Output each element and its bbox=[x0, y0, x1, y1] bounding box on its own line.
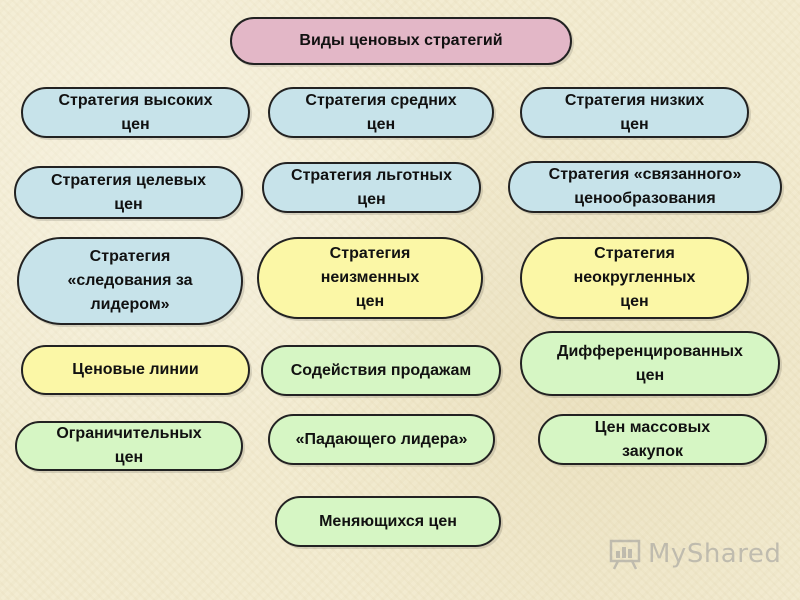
strategy-box-line: Ограничительных bbox=[56, 425, 202, 442]
strategy-box-line: «Падающего лидера» bbox=[295, 430, 468, 448]
strategy-box-line: Стратегия bbox=[89, 248, 171, 265]
strategy-box: Дифференцированных цен bbox=[520, 331, 780, 396]
strategy-box: Стратегия «связанного» ценообразования bbox=[508, 161, 782, 213]
strategy-box: Стратегия льготных цен bbox=[262, 162, 481, 213]
strategy-box: Стратегия средних цен bbox=[268, 87, 494, 138]
watermark-text: MyShared bbox=[648, 539, 782, 569]
strategy-box-line: Ценовые линии bbox=[72, 361, 199, 378]
strategy-box: Стратегия целевых цен bbox=[14, 166, 243, 219]
strategy-box-line: цен bbox=[114, 195, 143, 213]
strategy-box: Меняющихся цен bbox=[275, 496, 501, 547]
strategy-box-text: Стратегия низких цен bbox=[565, 89, 704, 137]
strategy-box-line: Стратегия льготных bbox=[291, 166, 452, 184]
strategy-box-text: Стратегия высоких цен bbox=[59, 89, 213, 137]
strategy-box-line: цен bbox=[355, 293, 385, 310]
strategy-box-text: Стратегия целевых цен bbox=[51, 169, 206, 217]
strategy-box-line: Содействия продажам bbox=[290, 361, 472, 379]
strategy-box-line: Дифференцированных bbox=[557, 342, 743, 360]
strategy-box-text: Меняющихся цен bbox=[319, 510, 457, 534]
strategy-box-line: Стратегия низких bbox=[564, 91, 705, 109]
presentation-board-icon bbox=[609, 539, 641, 570]
strategy-box-line: Стратегия высоких bbox=[58, 91, 213, 109]
strategy-box-line: Стратегия «связанного» bbox=[548, 166, 742, 183]
strategy-box-text: Стратегия «следования за лидером» bbox=[67, 245, 192, 317]
strategy-box-text: Стратегия средних цен bbox=[305, 89, 456, 137]
strategy-box-line: цен bbox=[366, 115, 396, 133]
strategy-box-line: цен bbox=[620, 293, 649, 310]
strategy-box-line: Стратегия bbox=[329, 245, 411, 262]
strategy-box-line: цен bbox=[357, 190, 386, 208]
strategy-box: Цен массовых закупок bbox=[538, 414, 767, 465]
strategy-box-text: Ограничительных цен bbox=[56, 422, 201, 470]
watermark-logo: MyShared bbox=[608, 536, 781, 572]
strategy-box: Стратегия неизменных цен bbox=[257, 237, 483, 319]
strategy-box-line: Меняющихся цен bbox=[319, 512, 457, 530]
strategy-box-line: цен bbox=[620, 115, 649, 133]
strategy-box-text: Ценовые линии bbox=[72, 358, 198, 382]
strategy-box: Стратегия низких цен bbox=[520, 87, 749, 138]
strategy-box-text: Стратегия неизменных цен bbox=[321, 242, 420, 314]
strategy-box-line: Стратегия целевых bbox=[50, 171, 207, 189]
strategy-box-line: цен bbox=[121, 115, 150, 133]
strategy-box-line: неизменных bbox=[320, 269, 420, 286]
strategy-box-text: Цен массовых закупок bbox=[595, 416, 710, 464]
strategy-box: Стратегия «следования за лидером» bbox=[17, 237, 243, 325]
strategy-box-line: неокругленных bbox=[573, 269, 696, 286]
strategy-box: Содействия продажам bbox=[261, 345, 501, 396]
strategy-box-line: Цен массовых bbox=[594, 418, 711, 436]
strategy-box-text: Дифференцированных цен bbox=[557, 340, 743, 388]
strategy-box-text: Стратегия неокругленных цен bbox=[574, 242, 696, 314]
strategy-box: Ценовые линии bbox=[21, 345, 250, 395]
strategy-box-line: «следования за bbox=[67, 272, 193, 289]
strategy-box-line: Стратегия bbox=[594, 245, 675, 262]
strategy-box-line: цен bbox=[114, 449, 144, 466]
strategy-box-line: Стратегия средних bbox=[305, 91, 457, 109]
strategy-box-text: Стратегия «связанного» ценообразования bbox=[549, 163, 742, 211]
strategy-box-text: Содействия продажам bbox=[291, 359, 472, 383]
strategy-box-text: Стратегия льготных цен bbox=[291, 164, 452, 212]
strategy-box-line: цен bbox=[635, 366, 665, 384]
strategy-box-line: лидером» bbox=[90, 296, 170, 313]
strategy-box: «Падающего лидера» bbox=[268, 414, 495, 465]
strategy-box-line: ценообразования bbox=[574, 190, 716, 207]
strategy-box: Ограничительных цен bbox=[15, 421, 243, 471]
diagram-title: Виды ценовых стратегий bbox=[230, 17, 572, 65]
strategy-box-text: «Падающего лидера» bbox=[296, 428, 468, 452]
strategy-box: Стратегия высоких цен bbox=[21, 87, 250, 138]
strategy-box-line: закупок bbox=[621, 442, 683, 460]
strategy-box: Стратегия неокругленных цен bbox=[520, 237, 749, 319]
